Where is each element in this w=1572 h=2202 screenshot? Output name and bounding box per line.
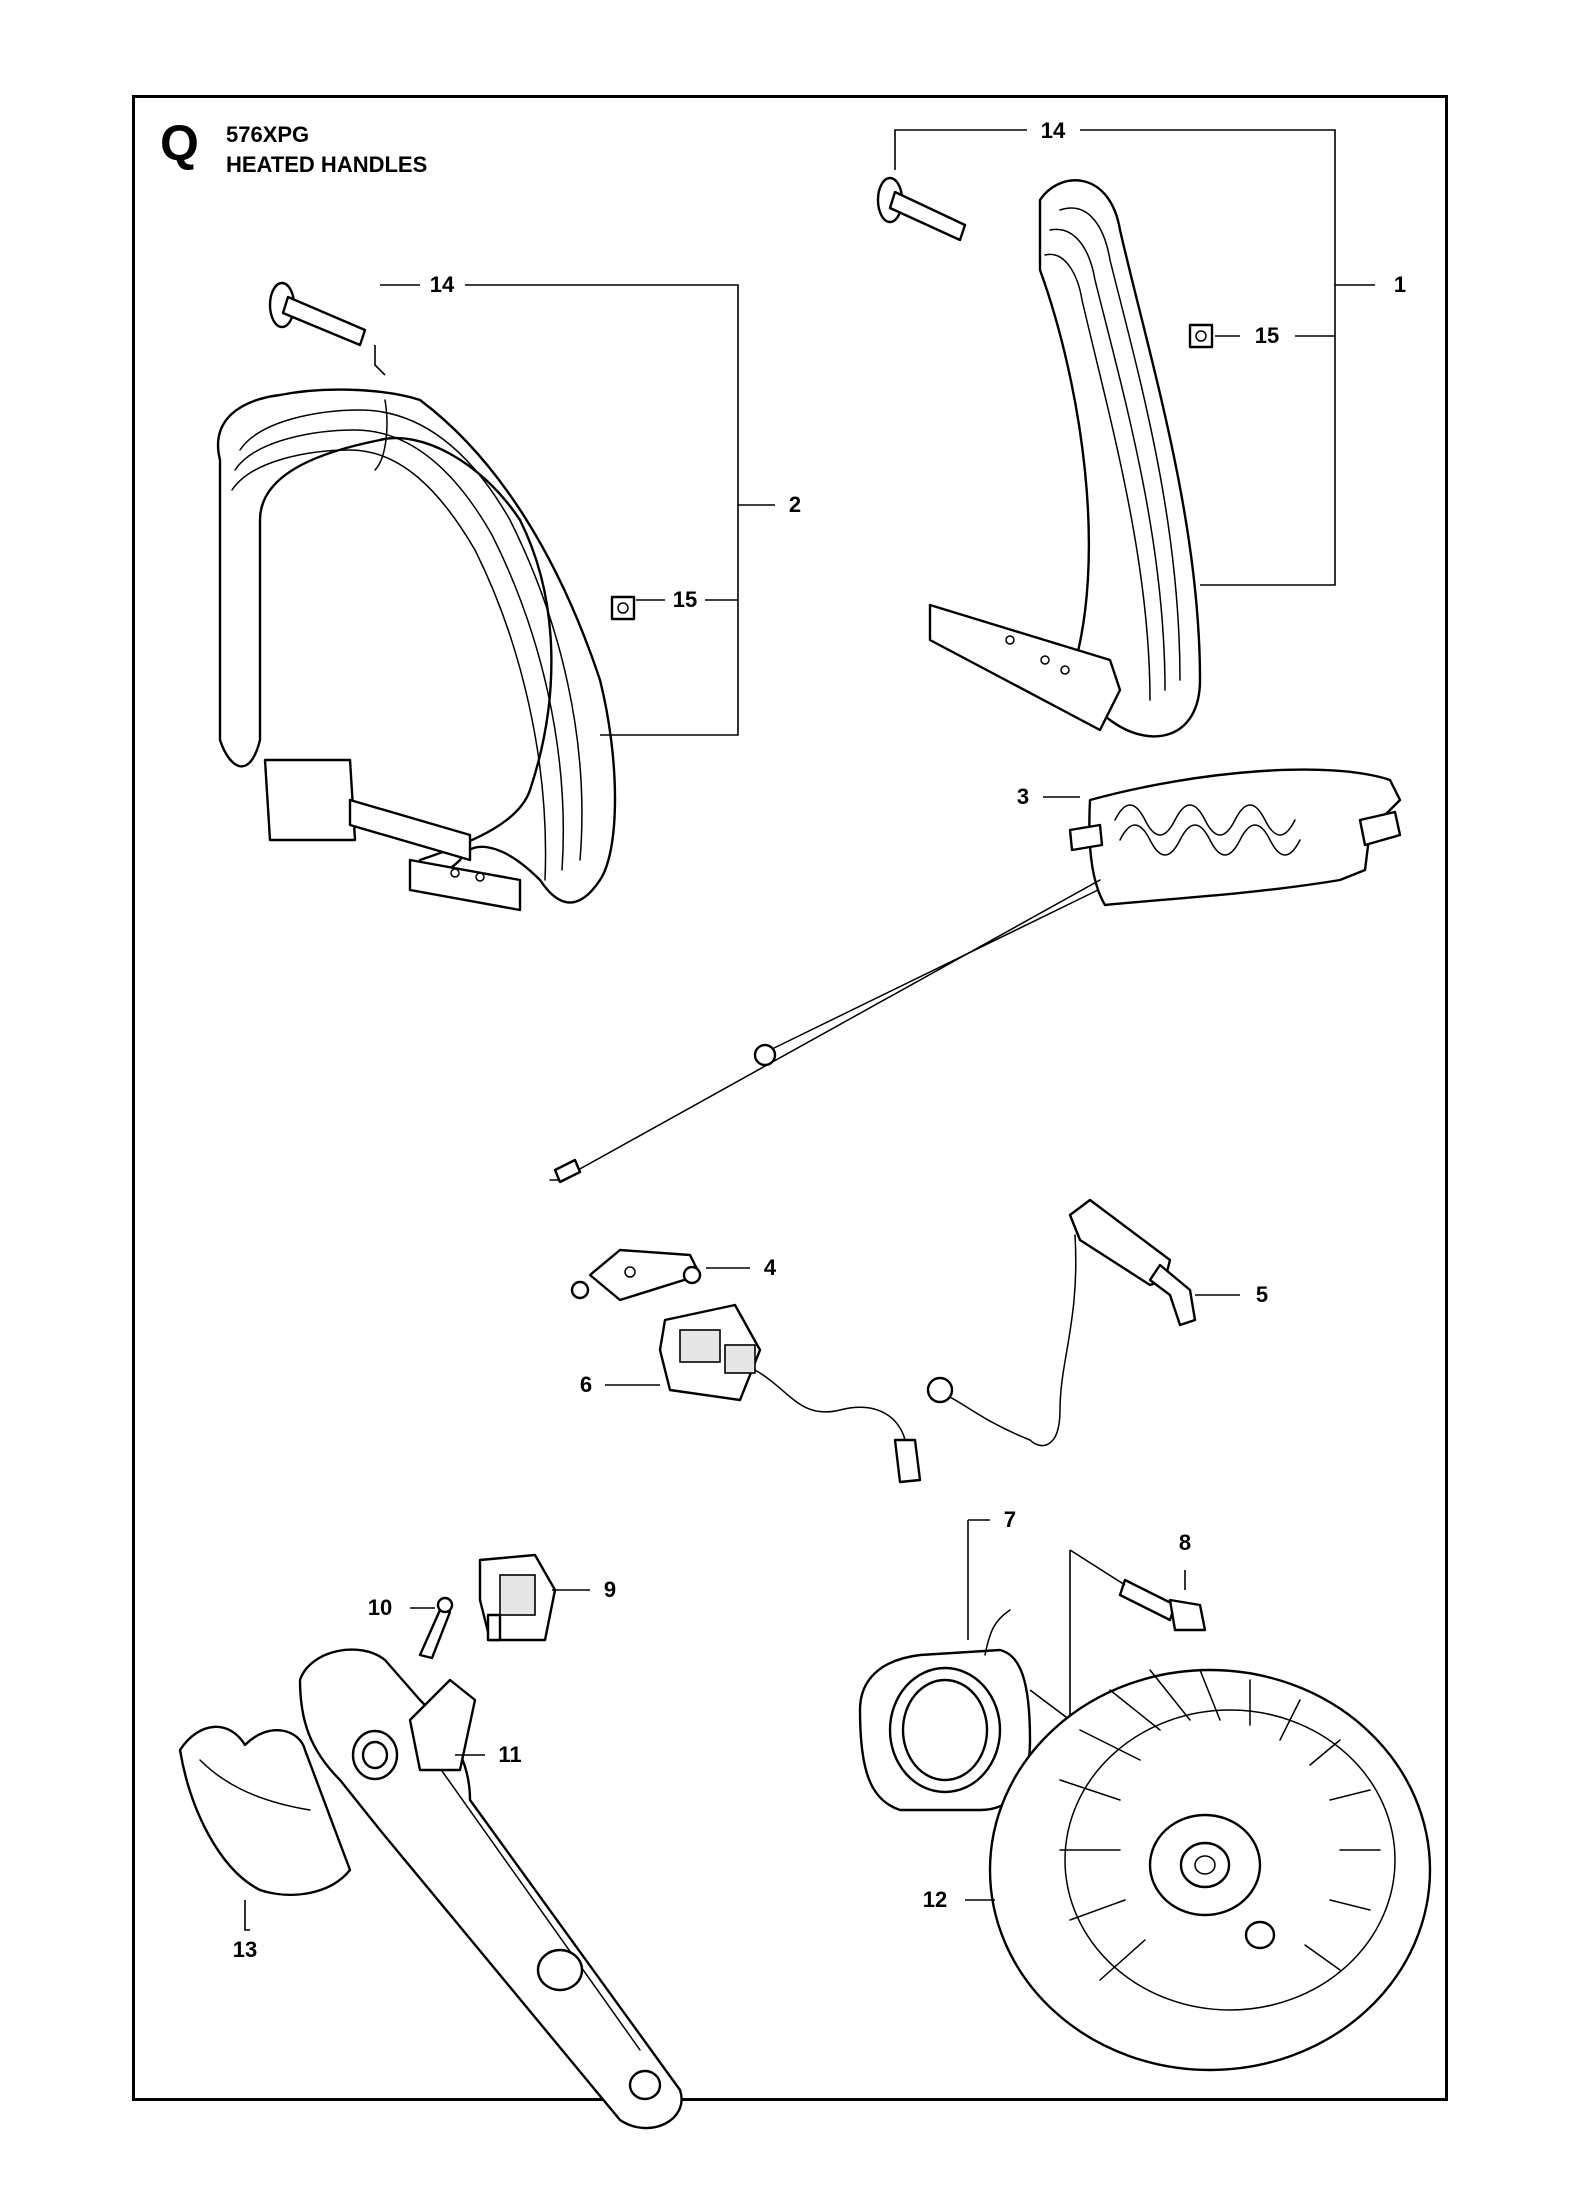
callout-11: 11 (498, 1742, 521, 1767)
callout-15-top: 15 (1255, 323, 1279, 348)
part-10-screw (418, 1596, 454, 1660)
part-15-nut-top (1188, 323, 1214, 349)
callout-9: 9 (604, 1577, 616, 1602)
part-9-button (478, 1553, 557, 1642)
callout-1: 1 (1394, 272, 1406, 297)
callout-13: 13 (233, 1937, 257, 1962)
part-8-screw (1118, 1578, 1207, 1632)
part-13-cover (178, 1725, 352, 1896)
section-letter: Q (160, 115, 199, 171)
callout-14-top: 14 (1041, 118, 1066, 143)
part-3-heating-element (549, 768, 1402, 1184)
part-14-bolt-top (876, 176, 967, 242)
callout-3: 3 (1017, 784, 1029, 809)
part-5-sensor (926, 1198, 1197, 1447)
part-15-nut-left (610, 595, 636, 621)
part-14-bolt-left (268, 281, 367, 347)
callout-2: 2 (789, 492, 801, 517)
page-title: HEATED HANDLES (226, 152, 428, 177)
model-number: 576XPG (226, 122, 310, 147)
callout-8: 8 (1179, 1530, 1191, 1555)
callout-6: 6 (580, 1372, 592, 1397)
callout-15-left: 15 (673, 587, 697, 612)
part-1-rear-handle (928, 179, 1202, 738)
callout-5: 5 (1256, 1282, 1268, 1307)
callout-14-left: 14 (430, 272, 455, 297)
part-2-front-handle (217, 388, 617, 912)
callout-12: 12 (923, 1887, 947, 1912)
callout-7: 7 (1004, 1507, 1016, 1532)
part-11-handle-housing (298, 1648, 683, 2130)
part-6-switch (658, 1303, 922, 1484)
callout-4: 4 (764, 1255, 777, 1280)
diagram-frame (132, 95, 1448, 2101)
part-12-flywheel (988, 1668, 1432, 2072)
part-7-ignition-ring (858, 1609, 1032, 1812)
callout-10: 10 (368, 1595, 392, 1620)
part-4-clamp (570, 1248, 702, 1302)
